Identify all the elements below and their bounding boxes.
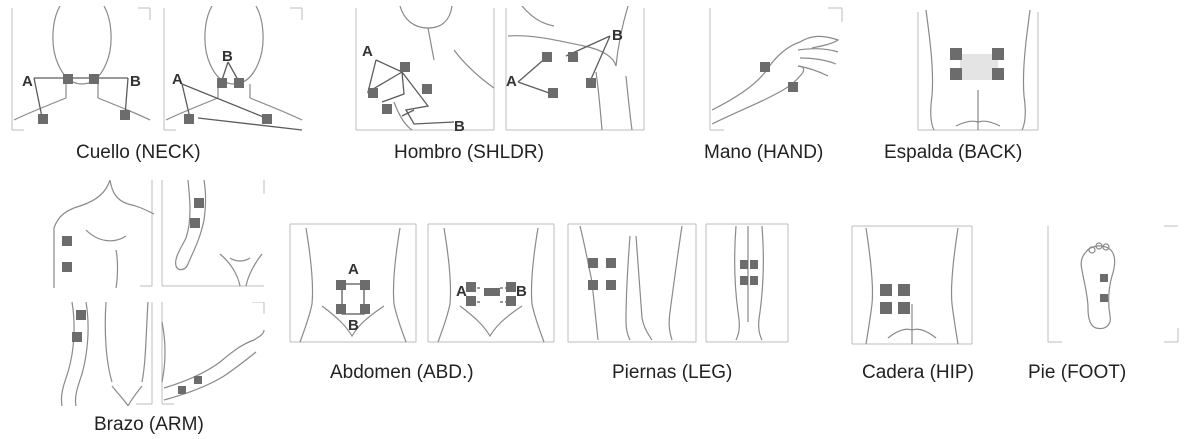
- arm-diagram-chest: [46, 180, 154, 288]
- hip-diagram: [850, 224, 974, 346]
- back-diagram: [916, 10, 1040, 132]
- channel-a-label: A: [348, 261, 359, 278]
- channel-b-label: B: [516, 283, 527, 300]
- caption-foot: Pie (FOOT): [1028, 362, 1126, 384]
- leg-diagram-calf: [704, 222, 790, 344]
- arm-diagram-forearm: [160, 180, 266, 288]
- channel-a-label: A: [456, 283, 467, 300]
- caption-hip: Cadera (HIP): [862, 362, 974, 384]
- channel-a-label: A: [172, 71, 183, 88]
- abdomen-diagram-horizontal: A B: [426, 222, 556, 344]
- channel-b-label: B: [130, 73, 141, 90]
- caption-shoulder: Hombro (SHLDR): [394, 142, 544, 164]
- channel-a-label: A: [22, 73, 33, 90]
- neck-diagram-front: A B: [10, 6, 152, 132]
- foot-diagram: [1046, 224, 1180, 344]
- leg-diagram-thigh: [566, 222, 698, 344]
- channel-b-label: B: [348, 317, 359, 334]
- caption-arm: Brazo (ARM): [94, 414, 204, 436]
- caption-leg: Piernas (LEG): [612, 362, 732, 384]
- arm-diagram-upper-arm: [46, 302, 154, 406]
- neck-diagram-cross: A B: [162, 6, 304, 132]
- channel-b-label: B: [454, 118, 465, 132]
- arm-diagram-outstretched: [160, 302, 266, 406]
- caption-hand: Mano (HAND): [704, 142, 823, 164]
- channel-b-label: B: [612, 27, 623, 44]
- shoulder-diagram-front: A B: [354, 6, 496, 132]
- channel-b-label: B: [222, 48, 233, 65]
- channel-a-label: A: [506, 73, 517, 90]
- caption-abdomen: Abdomen (ABD.): [330, 362, 474, 384]
- shoulder-diagram-back: A B: [504, 6, 646, 132]
- channel-a-label: A: [362, 43, 373, 60]
- hand-diagram: [708, 6, 844, 132]
- caption-back: Espalda (BACK): [884, 142, 1022, 164]
- abdomen-diagram-vertical: A B: [288, 222, 418, 344]
- caption-neck: Cuello (NECK): [76, 142, 201, 164]
